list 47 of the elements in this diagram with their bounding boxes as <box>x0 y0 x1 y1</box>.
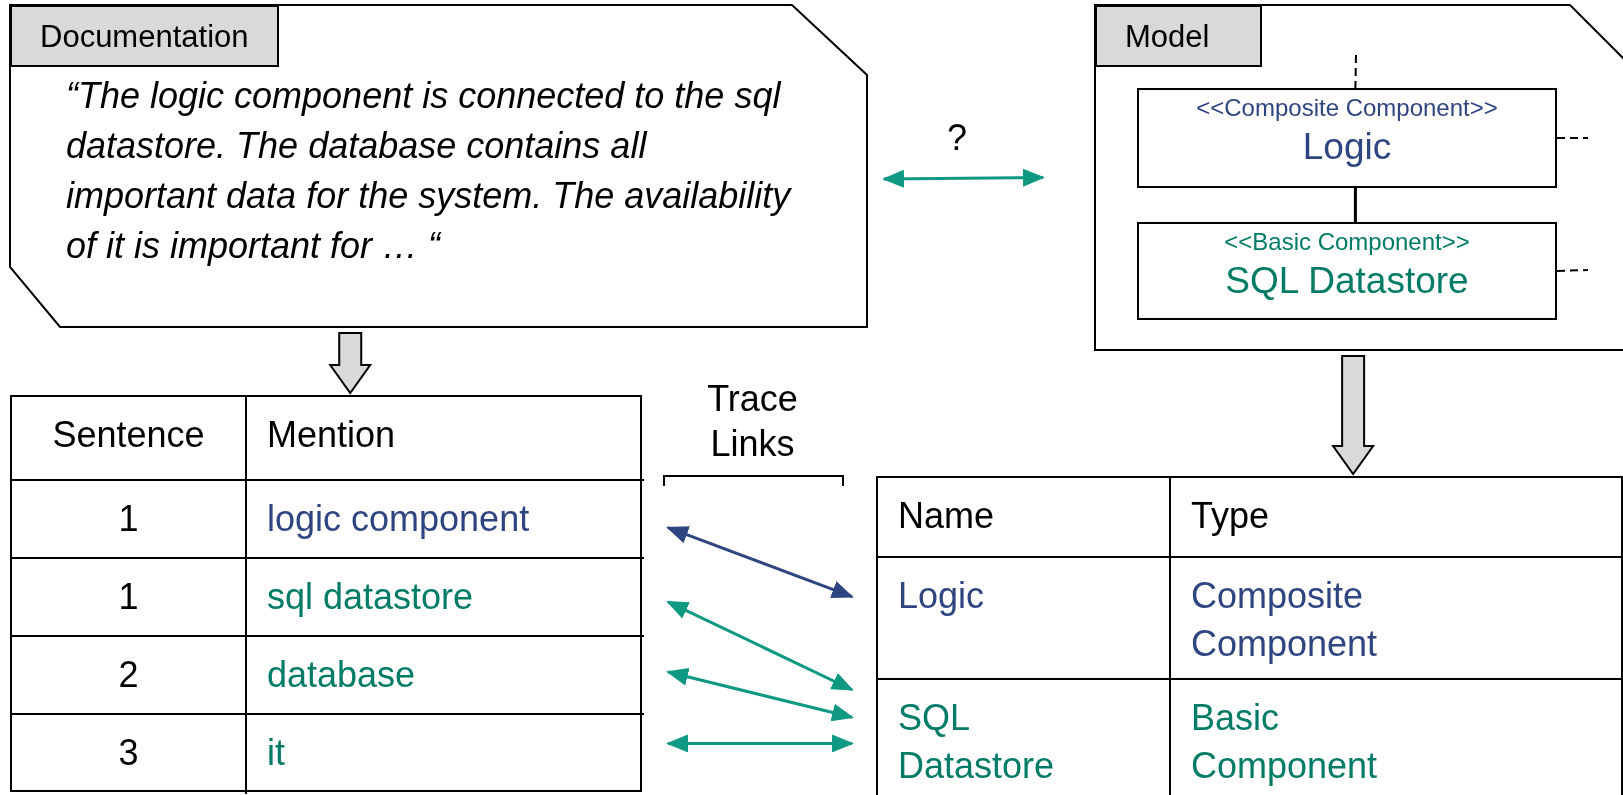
table-cell-text: Name <box>897 494 996 538</box>
dashed-line <box>1556 137 1589 139</box>
double-arrow <box>666 734 854 753</box>
table-cell-text: SQL Datastore <box>897 696 1056 788</box>
block-arrow <box>328 332 373 395</box>
component-box <box>1137 88 1557 188</box>
table-cell: sql datastore <box>245 559 640 635</box>
table-cell: Mention <box>245 397 640 479</box>
frame-tab: Model <box>1095 5 1262 67</box>
table-row <box>12 713 644 794</box>
table-cell: it <box>245 715 640 794</box>
double-arrow <box>666 668 854 722</box>
double-arrow <box>666 600 854 692</box>
table-row <box>878 678 1623 795</box>
dashed-line <box>1556 269 1589 272</box>
dashed-line <box>1354 54 1357 89</box>
table-row <box>12 635 644 713</box>
frame <box>10 5 867 327</box>
block-arrow <box>1331 355 1376 476</box>
table-row <box>878 556 1623 678</box>
table-cell: Composite Component <box>1169 558 1621 678</box>
quote-text: “The logic component is connected to the sql datastore. The database contains all important data for the system. The availability of it is important for … “ <box>66 74 793 268</box>
table-cell: Type <box>1169 478 1621 556</box>
table-cell-text: 3 <box>117 731 140 775</box>
table-cell: Basic Component <box>1169 680 1621 795</box>
table-row <box>12 557 644 635</box>
connector-line <box>1353 188 1357 222</box>
table-cell-text: 1 <box>117 575 140 619</box>
table-row <box>12 479 644 557</box>
table <box>876 476 1623 795</box>
component-name: SQL Datastore <box>1224 260 1470 302</box>
stereotype-label: <<Composite Component>> <box>1195 94 1499 122</box>
component-box <box>1137 222 1557 320</box>
double-arrow <box>882 168 1045 188</box>
stereotype-label: <<Basic Component>> <box>1223 228 1471 256</box>
frame-tab: Documentation <box>10 5 279 67</box>
double-arrow <box>666 526 854 599</box>
frame <box>1095 5 1623 350</box>
table-cell-text: 2 <box>117 653 140 697</box>
table-cell-text: 1 <box>117 497 140 541</box>
table-cell: logic component <box>245 481 640 557</box>
table-cell-text: Sentence <box>51 413 206 457</box>
group-label: Trace Links <box>706 377 799 466</box>
table <box>10 395 642 792</box>
table-cell-text: Logic <box>897 574 986 618</box>
component-name: Logic <box>1301 126 1393 168</box>
table-cell: database <box>245 637 640 713</box>
